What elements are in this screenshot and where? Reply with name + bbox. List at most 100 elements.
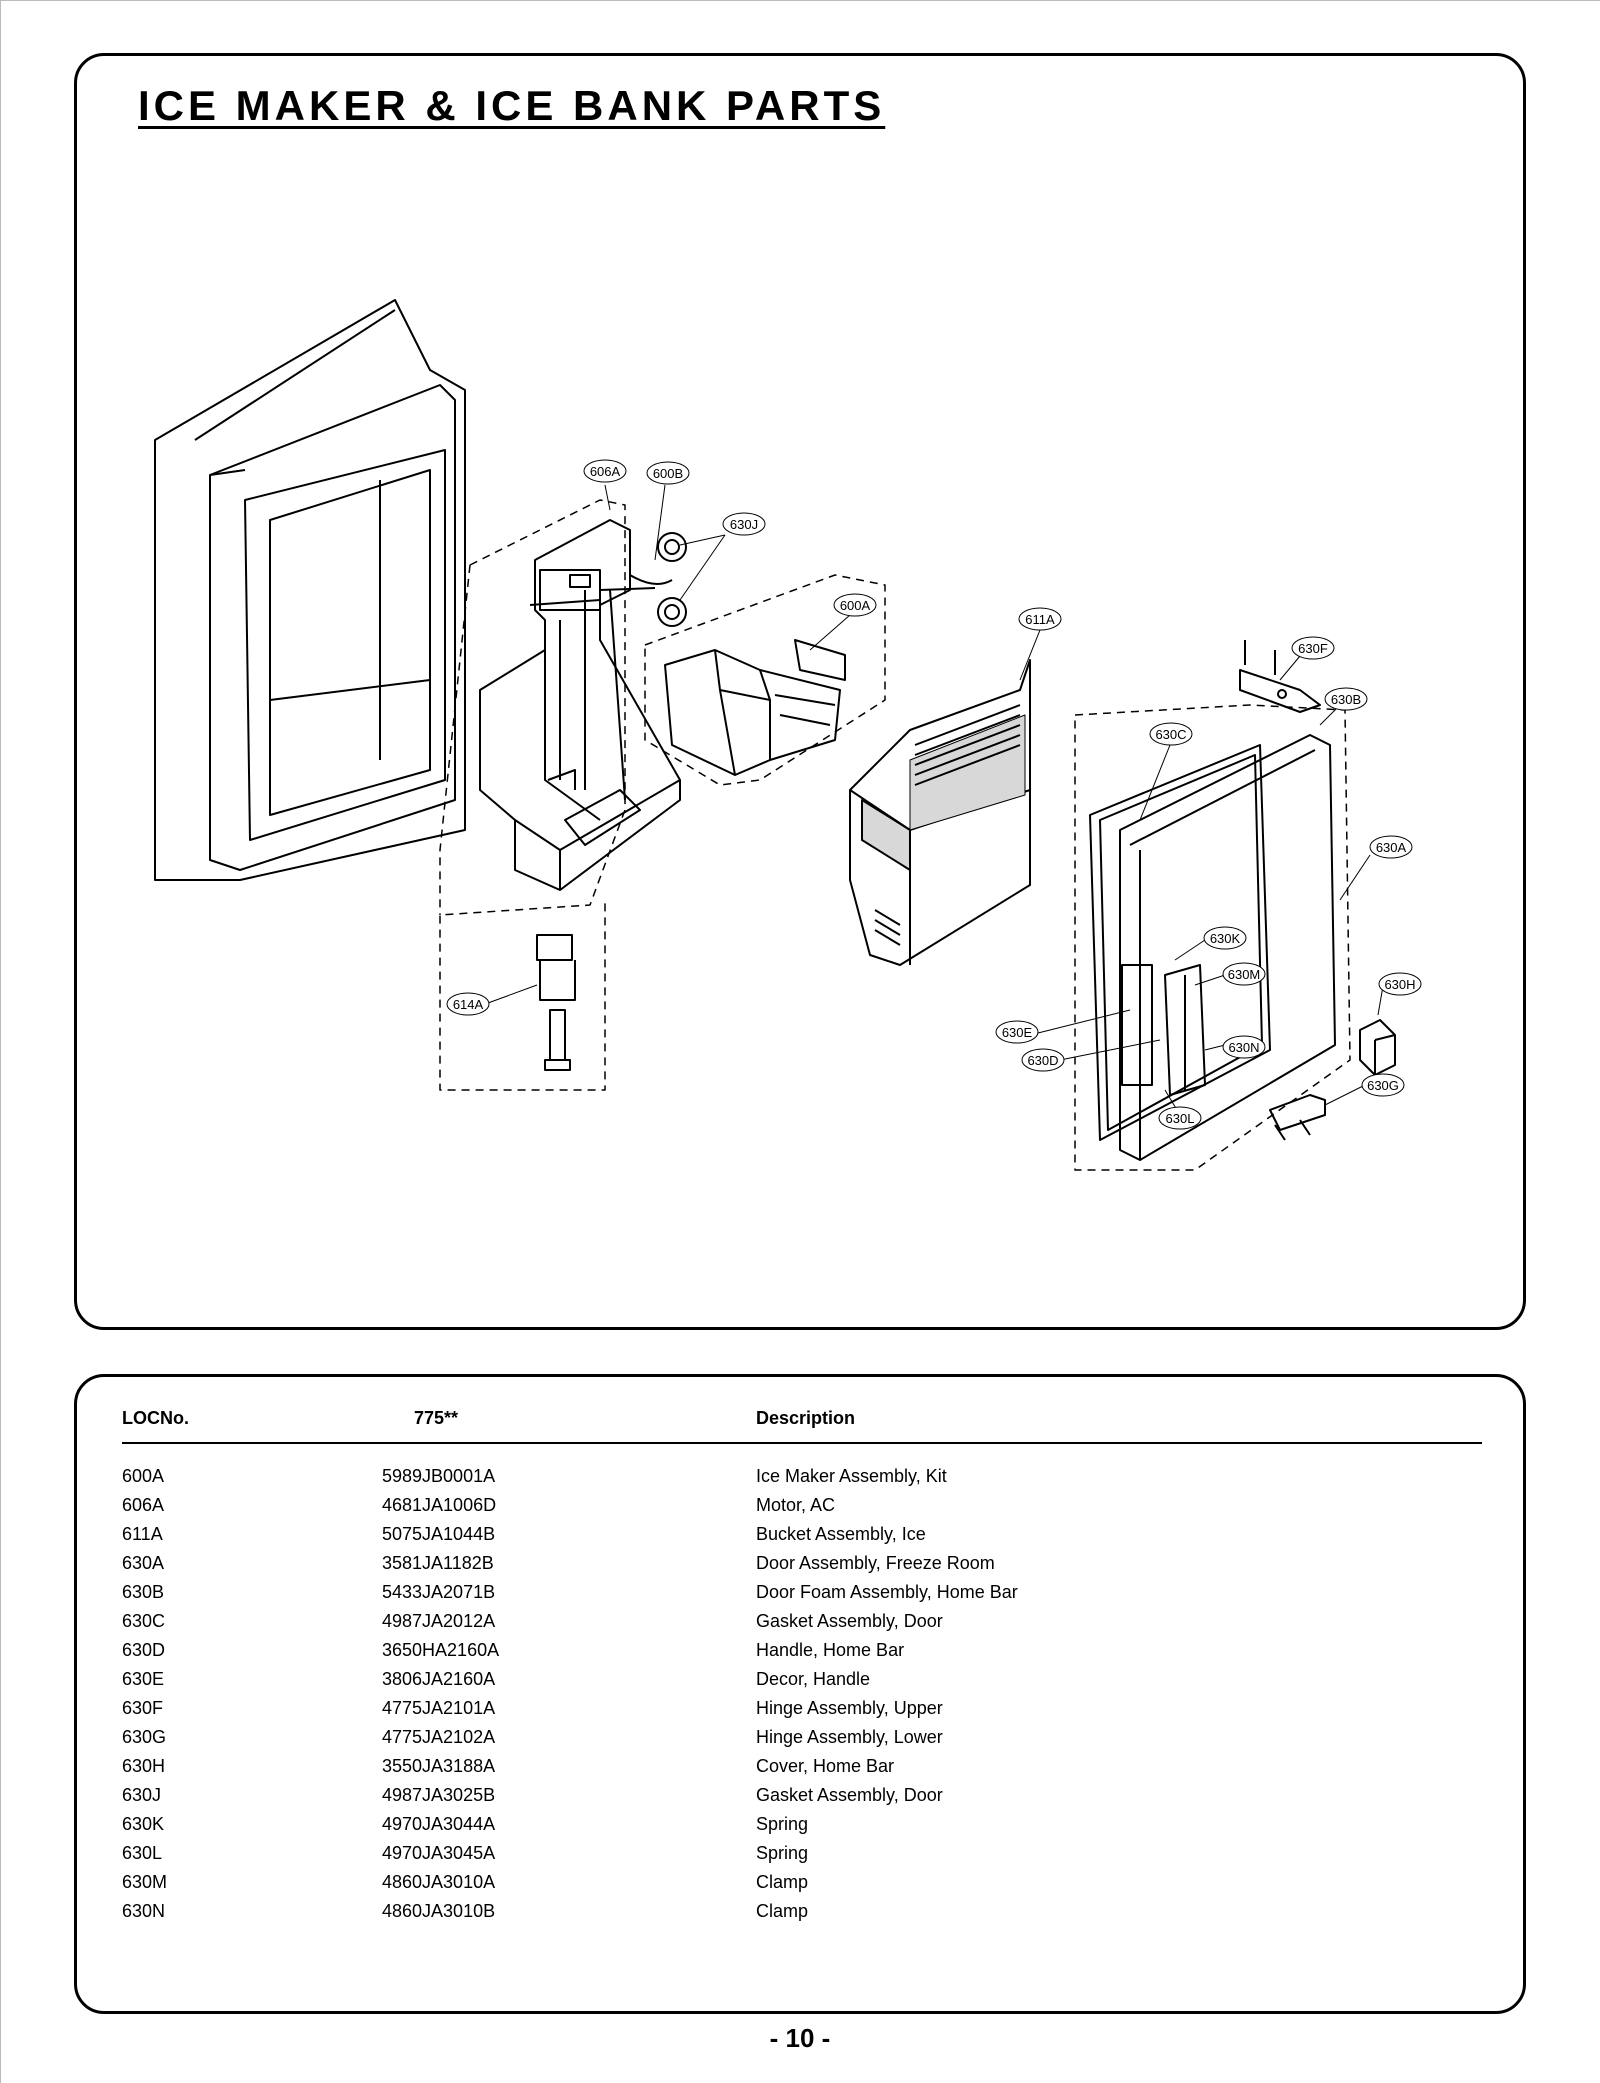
cell-loc: 630N xyxy=(122,1901,166,1921)
svg-text:630A: 630A xyxy=(1376,840,1407,855)
cell-part-number: 3650HA2160A xyxy=(382,1640,500,1660)
cell-part-number: 5075JA1044B xyxy=(382,1524,496,1544)
freeze-room-door xyxy=(1119,734,1336,1161)
cell-loc: 630K xyxy=(122,1814,165,1834)
svg-text:630E: 630E xyxy=(1002,1025,1033,1040)
svg-text:630K: 630K xyxy=(1210,931,1241,946)
cell-description: Ice Maker Assembly, Kit xyxy=(756,1466,947,1486)
ice-maker-kit xyxy=(664,639,846,776)
home-bar-cover xyxy=(1359,1019,1396,1076)
table-row: 600A 5989JB0001A Ice Maker Assembly, Kit xyxy=(122,1466,1482,1495)
table-row: 630F 4775JA2101A Hinge Assembly, Upper xyxy=(122,1698,1482,1727)
cell-loc: 630E xyxy=(122,1669,165,1689)
cell-description: Decor, Handle xyxy=(756,1669,871,1689)
cell-part-number: 4970JA3045A xyxy=(382,1843,496,1863)
ice-maker-housing xyxy=(479,519,681,891)
table-row: 630D 3650HA2160A Handle, Home Bar xyxy=(122,1640,1482,1669)
table-row: 630H 3550JA3188A Cover, Home Bar xyxy=(122,1756,1482,1785)
cell-description: Clamp xyxy=(756,1901,809,1921)
table-row: 630L 4970JA3045A Spring xyxy=(122,1843,1482,1872)
cell-description: Hinge Assembly, Upper xyxy=(756,1698,943,1718)
cell-description: Hinge Assembly, Lower xyxy=(756,1727,943,1747)
callout-630F: 630F xyxy=(1291,636,1335,660)
cell-loc: 630J xyxy=(122,1785,162,1805)
cell-loc: 630F xyxy=(122,1698,164,1718)
cell-part-number: 5989JB0001A xyxy=(382,1466,496,1486)
ice-bucket xyxy=(849,659,1031,966)
cell-part-number: 4775JA2101A xyxy=(382,1698,496,1718)
cell-part-number: 3550JA3188A xyxy=(382,1756,496,1776)
table-row: 630G 4775JA2102A Hinge Assembly, Lower xyxy=(122,1727,1482,1756)
exploded-parts-diagram: 606A 600B 630J 600A 611A 630F 630B 630C … xyxy=(154,299,1422,1171)
cell-part-number: 4775JA2102A xyxy=(382,1727,496,1747)
callout-600A: 600A xyxy=(833,593,877,617)
housing-group-outline xyxy=(439,499,626,1091)
cell-loc: 630G xyxy=(122,1727,167,1747)
lower-hinge xyxy=(1269,1094,1326,1141)
page-edge-top xyxy=(0,0,1600,1)
callout-labels: 606A 600B 630J 600A 611A 630F 630B 630C … xyxy=(446,459,1422,1130)
column-header-loc: LOCNo. xyxy=(122,1408,189,1428)
cell-part-number: 3581JA1182B xyxy=(382,1553,494,1573)
table-row: 630E 3806JA2160A Decor, Handle xyxy=(122,1669,1482,1698)
cell-description: Motor, AC xyxy=(756,1495,836,1515)
svg-text:630B: 630B xyxy=(1331,692,1361,707)
cell-loc: 600A xyxy=(122,1466,165,1486)
page-number: - 10 - xyxy=(769,2023,831,2053)
cell-loc: 630A xyxy=(122,1553,165,1573)
svg-text:614A: 614A xyxy=(453,997,484,1012)
svg-text:630M: 630M xyxy=(1228,967,1261,982)
page-title: ICE MAKER & ICE BANK PARTS xyxy=(138,82,886,129)
table-row: 630N 4860JA3010B Clamp xyxy=(122,1901,1482,1930)
cell-loc: 630H xyxy=(122,1756,166,1776)
callout-630H: 630H xyxy=(1378,972,1422,996)
cell-description: Door Assembly, Freeze Room xyxy=(756,1553,995,1573)
callout-630M: 630M xyxy=(1222,962,1266,986)
svg-text:630F: 630F xyxy=(1298,641,1328,656)
table-row: 630A 3581JA1182B Door Assembly, Freeze Roo… xyxy=(122,1553,1482,1582)
cell-loc: 630D xyxy=(122,1640,166,1660)
callout-606A: 606A xyxy=(583,459,627,483)
cell-part-number: 4860JA3010B xyxy=(382,1901,496,1921)
table-row: 630M 4860JA3010A Clamp xyxy=(122,1872,1482,1901)
cell-description: Gasket Assembly, Door xyxy=(756,1611,943,1631)
callout-630K: 630K xyxy=(1203,926,1247,950)
cell-description: Spring xyxy=(756,1814,809,1834)
svg-text:630H: 630H xyxy=(1384,977,1415,992)
callout-630B: 630B xyxy=(1324,687,1368,711)
cell-loc: 630M xyxy=(122,1872,168,1892)
upper-hinge xyxy=(1239,640,1321,713)
svg-text:630C: 630C xyxy=(1155,727,1186,742)
svg-text:611A: 611A xyxy=(1025,612,1055,627)
callout-630A: 630A xyxy=(1369,835,1413,859)
svg-text:600B: 600B xyxy=(653,466,683,481)
callout-611A: 611A xyxy=(1018,607,1062,631)
cell-description: Spring xyxy=(756,1843,809,1863)
callout-630C: 630C xyxy=(1149,722,1193,746)
cell-loc: 630B xyxy=(122,1582,165,1602)
callout-630D: 630D xyxy=(1021,1048,1065,1072)
cell-loc: 630L xyxy=(122,1843,163,1863)
callout-614A: 614A xyxy=(446,992,490,1016)
water-valve xyxy=(536,934,576,1071)
cell-part-number: 4970JA3044A xyxy=(382,1814,496,1834)
cell-loc: 630C xyxy=(122,1611,166,1631)
cell-description: Handle, Home Bar xyxy=(756,1640,905,1660)
cell-description: Bucket Assembly, Ice xyxy=(756,1524,926,1544)
cell-part-number: 3806JA2160A xyxy=(382,1669,496,1689)
cell-part-number: 4987JA2012A xyxy=(382,1611,496,1631)
page-edge-left xyxy=(0,0,1,2083)
column-header-model: 775** xyxy=(414,1408,459,1428)
column-header-description: Description xyxy=(756,1408,856,1428)
cell-part-number: 5433JA2071B xyxy=(382,1582,496,1602)
cell-description: Clamp xyxy=(756,1872,809,1892)
callout-630G: 630G xyxy=(1361,1073,1405,1097)
svg-text:630J: 630J xyxy=(730,517,758,532)
cell-part-number: 4860JA3010A xyxy=(382,1872,496,1892)
cell-description: Cover, Home Bar xyxy=(756,1756,895,1776)
callout-630L: 630L xyxy=(1158,1106,1202,1130)
